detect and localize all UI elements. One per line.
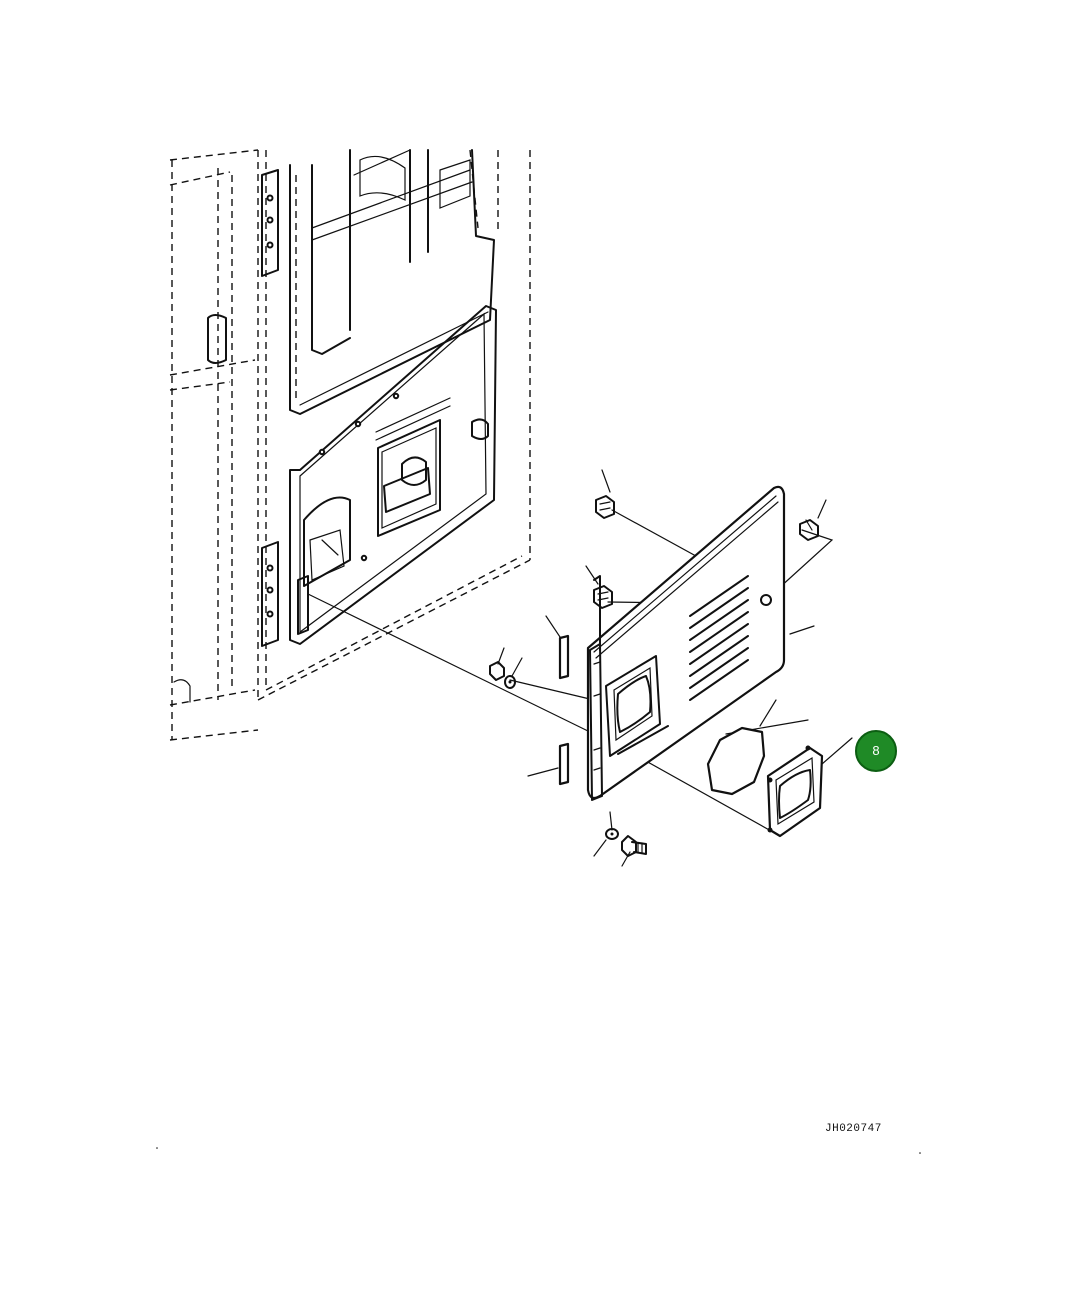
side-cover-panel xyxy=(586,485,786,801)
spacer xyxy=(558,742,570,786)
nut xyxy=(595,495,615,519)
nut xyxy=(799,519,819,541)
octagon-seal xyxy=(706,726,766,796)
bolt xyxy=(621,835,647,857)
vent-slots xyxy=(689,575,749,701)
vent-flange xyxy=(766,745,824,838)
callout-number-badge[interactable]: 8 xyxy=(855,730,897,772)
drawing-id-label: JH020747 xyxy=(825,1123,882,1135)
nut xyxy=(593,585,613,609)
cab-door-frame xyxy=(169,149,531,741)
spacer xyxy=(558,634,570,680)
washer xyxy=(504,675,516,689)
nut xyxy=(489,661,505,681)
washer xyxy=(605,828,619,840)
